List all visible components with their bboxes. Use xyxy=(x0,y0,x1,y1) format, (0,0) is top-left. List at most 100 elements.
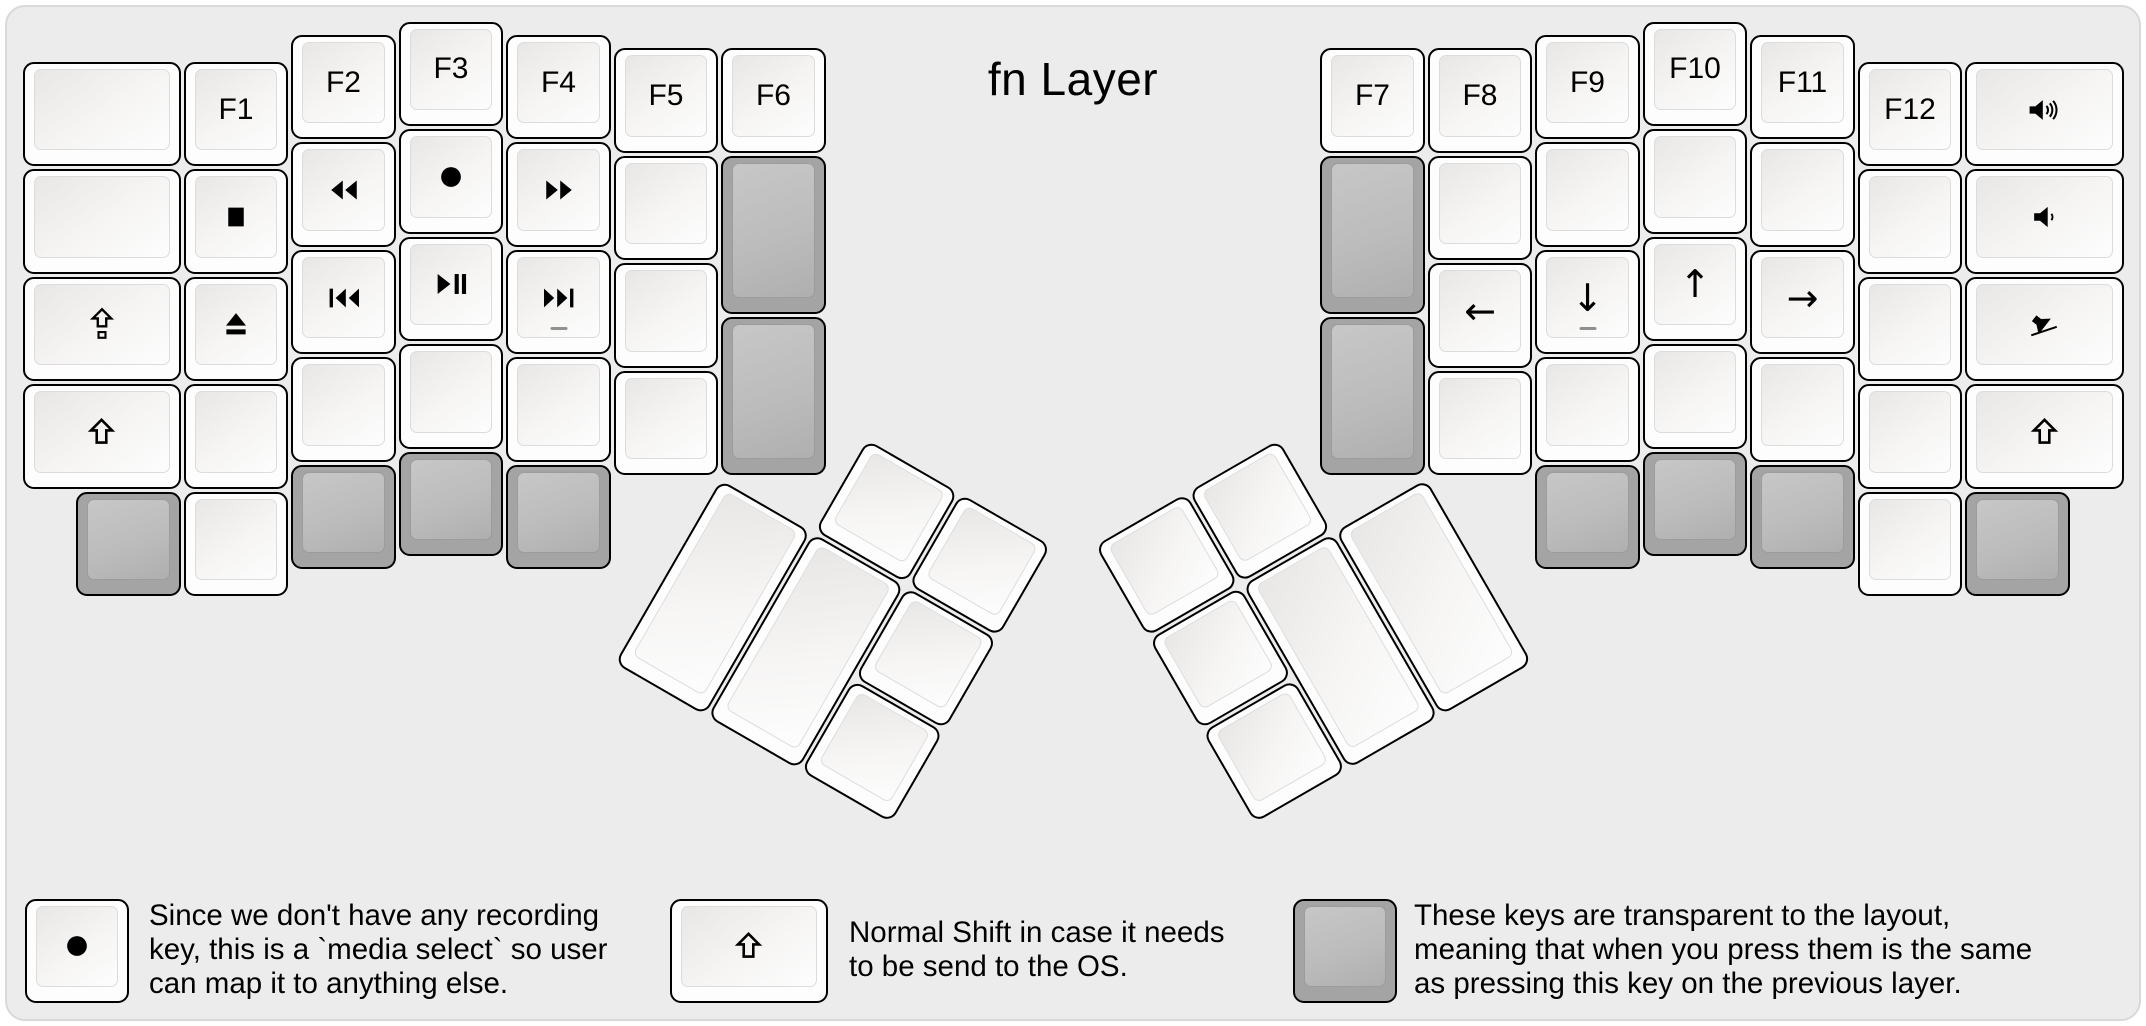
key-arrow-down[interactable]: ↓ xyxy=(1535,249,1640,355)
key-record[interactable] xyxy=(24,898,129,1003)
key-blank[interactable] xyxy=(1642,344,1748,449)
key-transparent[interactable] xyxy=(1320,317,1425,476)
key-caps-lock[interactable] xyxy=(22,276,181,382)
shift-icon xyxy=(86,417,117,448)
key-arrow-left[interactable]: ← xyxy=(1427,263,1533,368)
key-blank[interactable] xyxy=(613,155,719,261)
keycap-top-face: F3 xyxy=(409,28,493,110)
mute-icon xyxy=(2027,309,2061,341)
key-blank[interactable] xyxy=(1750,357,1855,462)
key-f12[interactable]: F12 xyxy=(1857,61,1963,167)
key-f3[interactable]: F3 xyxy=(398,21,504,126)
key-blank[interactable] xyxy=(1535,142,1640,247)
keycap-top-face xyxy=(33,176,170,258)
key-blank[interactable] xyxy=(183,491,289,597)
key-play-pause[interactable] xyxy=(398,236,504,341)
keycap-top-face xyxy=(1868,176,1952,258)
keycap-top-face xyxy=(680,905,817,987)
key-previous-track[interactable] xyxy=(291,249,396,355)
key-volume-up[interactable] xyxy=(1965,61,2124,167)
volume-down-icon xyxy=(2028,202,2060,232)
key-blank[interactable] xyxy=(183,384,289,489)
key-record[interactable] xyxy=(398,129,504,234)
keycap-top-face xyxy=(624,377,708,460)
key-blank[interactable] xyxy=(1857,491,1963,597)
key-f9[interactable]: F9 xyxy=(1535,34,1640,140)
keycap-top-face xyxy=(302,364,385,446)
key-stop[interactable] xyxy=(183,169,289,274)
key-blank[interactable] xyxy=(613,370,719,476)
key-f5[interactable]: F5 xyxy=(613,48,719,153)
keycap-top-face xyxy=(1546,364,1629,446)
key-f11[interactable]: F11 xyxy=(1750,34,1855,140)
keycap-top-face xyxy=(33,283,170,366)
key-blank[interactable] xyxy=(1535,357,1640,462)
key-shift[interactable] xyxy=(1965,384,2124,489)
key-shift[interactable] xyxy=(22,384,181,489)
play-pause-icon xyxy=(434,269,468,299)
legend-text: These keys are transparent to the layout… xyxy=(1414,899,2033,1000)
key-f8[interactable]: F8 xyxy=(1427,48,1533,153)
key-arrow-right[interactable]: → xyxy=(1750,249,1855,355)
key-f1[interactable]: F1 xyxy=(183,61,289,167)
keycap-top-face xyxy=(1546,471,1629,554)
key-blank[interactable] xyxy=(398,344,504,449)
key-transparent[interactable] xyxy=(76,491,181,597)
keycap-top-face xyxy=(302,149,385,231)
key-transparent[interactable] xyxy=(1320,155,1425,315)
keycap-top-face xyxy=(1438,162,1522,245)
key-transparent[interactable] xyxy=(1642,451,1748,556)
key-rewind[interactable] xyxy=(291,142,396,247)
key-transparent[interactable] xyxy=(1750,464,1855,570)
key-blank[interactable] xyxy=(1750,142,1855,247)
key-transparent[interactable] xyxy=(398,451,504,556)
key-volume-down[interactable] xyxy=(1965,169,2124,274)
key-blank[interactable] xyxy=(1857,384,1963,489)
key-f4[interactable]: F4 xyxy=(506,34,611,140)
key-transparent[interactable] xyxy=(1965,491,2070,597)
key-blank[interactable] xyxy=(1427,370,1533,476)
key-transparent[interactable] xyxy=(291,464,396,570)
key-blank[interactable] xyxy=(1427,155,1533,261)
key-f2[interactable]: F2 xyxy=(291,34,396,140)
key-mute[interactable] xyxy=(1965,276,2124,382)
key-arrow-up[interactable]: ↑ xyxy=(1642,236,1748,341)
key-label: F10 xyxy=(1669,52,1721,86)
key-fast-forward[interactable] xyxy=(506,142,611,247)
key-transparent[interactable] xyxy=(721,317,826,476)
key-blank[interactable] xyxy=(1642,129,1748,234)
key-blank[interactable] xyxy=(613,263,719,368)
keycap-top-face: F8 xyxy=(1438,55,1522,137)
keycap-top-face: F2 xyxy=(302,41,385,124)
keycap-top-face xyxy=(302,256,385,339)
key-eject[interactable] xyxy=(183,276,289,382)
key-shift[interactable] xyxy=(669,898,828,1003)
keycap-top-face xyxy=(1653,351,1737,433)
keycap-top-face xyxy=(194,283,278,366)
key-next-track[interactable] xyxy=(506,249,611,355)
keycap-top-face xyxy=(1976,391,2113,473)
key-blank[interactable] xyxy=(291,357,396,462)
key-f6[interactable]: F6 xyxy=(721,48,826,153)
key-transparent[interactable] xyxy=(1535,464,1640,570)
keycap-top-face xyxy=(1976,68,2113,151)
key-f7[interactable]: F7 xyxy=(1320,48,1425,153)
record-icon xyxy=(61,930,93,962)
key-transparent[interactable] xyxy=(721,155,826,315)
keycap-top-face xyxy=(1761,471,1844,554)
key-blank[interactable] xyxy=(22,169,181,274)
keycap-top-face: F6 xyxy=(732,55,815,137)
key-blank[interactable] xyxy=(22,61,181,167)
keycap-top-face xyxy=(409,458,493,540)
key-blank[interactable] xyxy=(506,357,611,462)
key-f10[interactable]: F10 xyxy=(1642,21,1748,126)
key-transparent[interactable] xyxy=(1292,898,1397,1003)
caps-lock-icon xyxy=(87,307,117,343)
legend-text: Since we don't have any recording key, t… xyxy=(149,899,608,1000)
key-blank[interactable] xyxy=(1857,169,1963,274)
key-transparent[interactable] xyxy=(506,464,611,570)
keycap-top-face: ← xyxy=(1438,270,1522,352)
keycap-top-face: F10 xyxy=(1653,28,1737,110)
key-blank[interactable] xyxy=(1857,276,1963,382)
